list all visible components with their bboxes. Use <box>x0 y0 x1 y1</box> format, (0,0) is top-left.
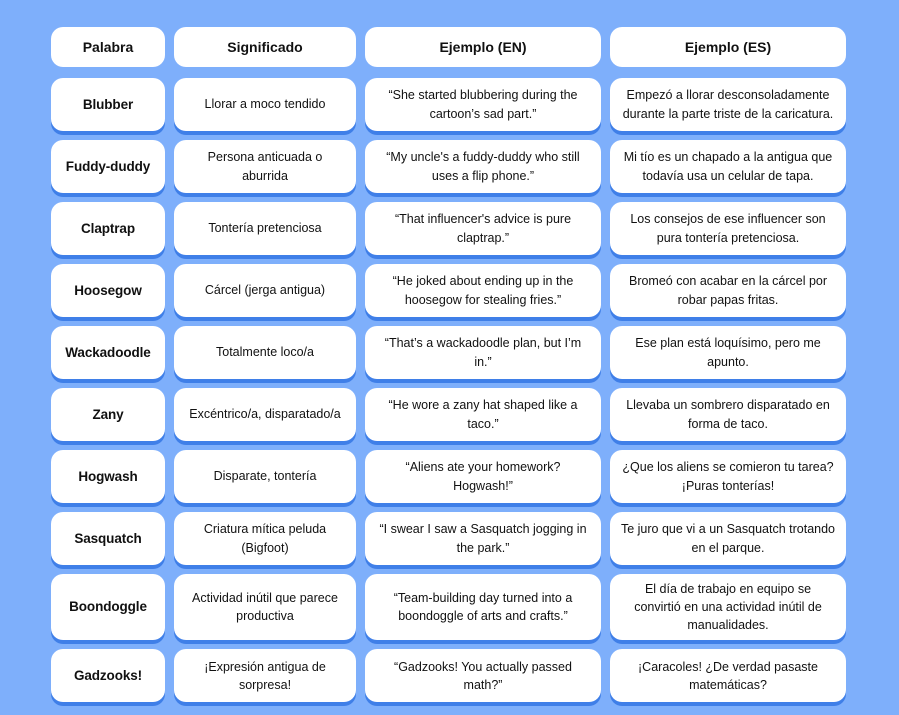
cell-meaning: Cárcel (jerga antigua) <box>174 264 356 317</box>
table-row: Fuddy-duddy Persona anticuada o aburrida… <box>51 140 846 193</box>
table-header-row: Palabra Significado Ejemplo (EN) Ejemplo… <box>51 27 846 67</box>
cell-example-es: Ese plan está loquísimo, pero me apunto. <box>610 326 846 379</box>
cell-example-en: “She started blubbering during the carto… <box>365 78 601 131</box>
cell-example-es: Mi tío es un chapado a la antigua que to… <box>610 140 846 193</box>
cell-word: Zany <box>51 388 165 441</box>
table-row: Wackadoodle Totalmente loco/a “That’s a … <box>51 326 846 379</box>
cell-example-en: “Aliens ate your homework? Hogwash!” <box>365 450 601 503</box>
cell-word: Gadzooks! <box>51 649 165 703</box>
cell-word: Sasquatch <box>51 512 165 565</box>
cell-example-es: Empezó a llorar desconsoladamente durant… <box>610 78 846 131</box>
cell-word: Hogwash <box>51 450 165 503</box>
column-header-significado: Significado <box>174 27 356 67</box>
table-row: Gadzooks! ¡Expresión antigua de sorpresa… <box>51 649 846 703</box>
cell-example-es: ¡Caracoles! ¿De verdad pasaste matemátic… <box>610 649 846 703</box>
table-row: Claptrap Tontería pretenciosa “That infl… <box>51 202 846 255</box>
column-header-ejemplo-es: Ejemplo (ES) <box>610 27 846 67</box>
column-header-palabra: Palabra <box>51 27 165 67</box>
cell-meaning: ¡Expresión antigua de sorpresa! <box>174 649 356 703</box>
cell-example-es: Los consejos de ese influencer son pura … <box>610 202 846 255</box>
cell-word: Blubber <box>51 78 165 131</box>
cell-example-es: El día de trabajo en equipo se convirtió… <box>610 574 846 641</box>
cell-example-en: “He wore a zany hat shaped like a taco.” <box>365 388 601 441</box>
cell-example-en: “I swear I saw a Sasquatch jogging in th… <box>365 512 601 565</box>
table-row: Blubber Llorar a moco tendido “She start… <box>51 78 846 131</box>
cell-word: Boondoggle <box>51 574 165 641</box>
table-row: Sasquatch Criatura mítica peluda (Bigfoo… <box>51 512 846 565</box>
cell-example-es: ¿Que los aliens se comieron tu tarea? ¡P… <box>610 450 846 503</box>
table-row: Hogwash Disparate, tontería “Aliens ate … <box>51 450 846 503</box>
cell-meaning: Actividad inútil que parece productiva <box>174 574 356 641</box>
cell-meaning: Totalmente loco/a <box>174 326 356 379</box>
table-row: Hoosegow Cárcel (jerga antigua) “He joke… <box>51 264 846 317</box>
cell-example-en: “My uncle's a fuddy-duddy who still uses… <box>365 140 601 193</box>
column-header-ejemplo-en: Ejemplo (EN) <box>365 27 601 67</box>
table-row: Zany Excéntrico/a, disparatado/a “He wor… <box>51 388 846 441</box>
cell-meaning: Excéntrico/a, disparatado/a <box>174 388 356 441</box>
cell-word: Hoosegow <box>51 264 165 317</box>
cell-meaning: Persona anticuada o aburrida <box>174 140 356 193</box>
cell-example-en: “That’s a wackadoodle plan, but I’m in.” <box>365 326 601 379</box>
cell-example-en: “Gadzooks! You actually passed math?” <box>365 649 601 703</box>
cell-example-es: Bromeó con acabar en la cárcel por robar… <box>610 264 846 317</box>
cell-word: Fuddy-duddy <box>51 140 165 193</box>
cell-meaning: Tontería pretenciosa <box>174 202 356 255</box>
cell-example-en: “He joked about ending up in the hoosego… <box>365 264 601 317</box>
cell-example-en: “Team-building day turned into a boondog… <box>365 574 601 641</box>
cell-word: Claptrap <box>51 202 165 255</box>
cell-word: Wackadoodle <box>51 326 165 379</box>
cell-meaning: Criatura mítica peluda (Bigfoot) <box>174 512 356 565</box>
table-row: Boondoggle Actividad inútil que parece p… <box>51 574 846 641</box>
cell-example-es: Llevaba un sombrero disparatado en forma… <box>610 388 846 441</box>
cell-example-es: Te juro que vi a un Sasquatch trotando e… <box>610 512 846 565</box>
cell-meaning: Llorar a moco tendido <box>174 78 356 131</box>
cell-example-en: “That influencer's advice is pure claptr… <box>365 202 601 255</box>
cell-meaning: Disparate, tontería <box>174 450 356 503</box>
